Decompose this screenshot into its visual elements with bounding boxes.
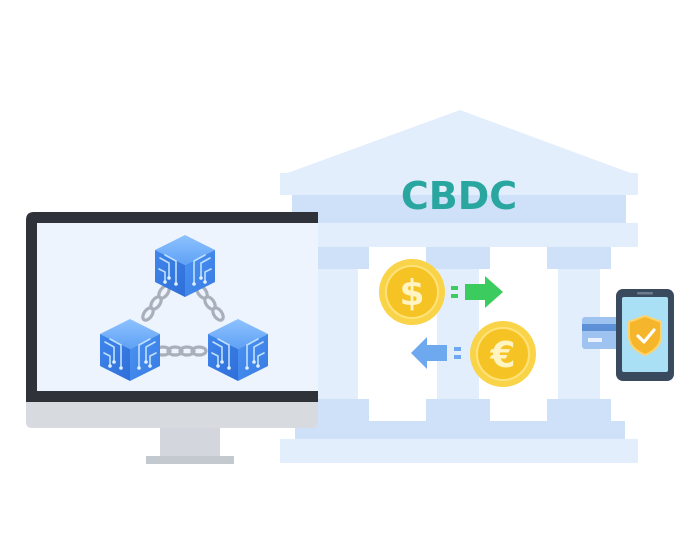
blockchain-network-icon	[99, 234, 269, 382]
euro-symbol: €	[489, 335, 515, 376]
monitor-stand-base	[146, 456, 234, 464]
bank-column-left	[305, 247, 369, 421]
chain-link-icon	[141, 284, 225, 357]
bank-base	[280, 439, 638, 463]
arrow-right-icon	[451, 276, 503, 308]
monitor-chin	[26, 400, 318, 428]
euro-coin-icon: €	[470, 321, 536, 387]
bank-base-step	[295, 421, 625, 439]
shield-check-icon	[628, 314, 662, 357]
bank-title: CBDC	[401, 174, 517, 218]
dollar-coin-icon: $	[379, 259, 445, 325]
bank-frieze	[292, 195, 626, 223]
bank-roof	[282, 110, 636, 175]
bank-pediment	[280, 173, 638, 195]
dollar-symbol: $	[399, 273, 424, 314]
bank-building-icon	[280, 110, 638, 463]
arrow-left-icon	[411, 337, 461, 369]
bank-cornice	[280, 223, 638, 247]
monitor-stand-neck	[160, 428, 220, 458]
